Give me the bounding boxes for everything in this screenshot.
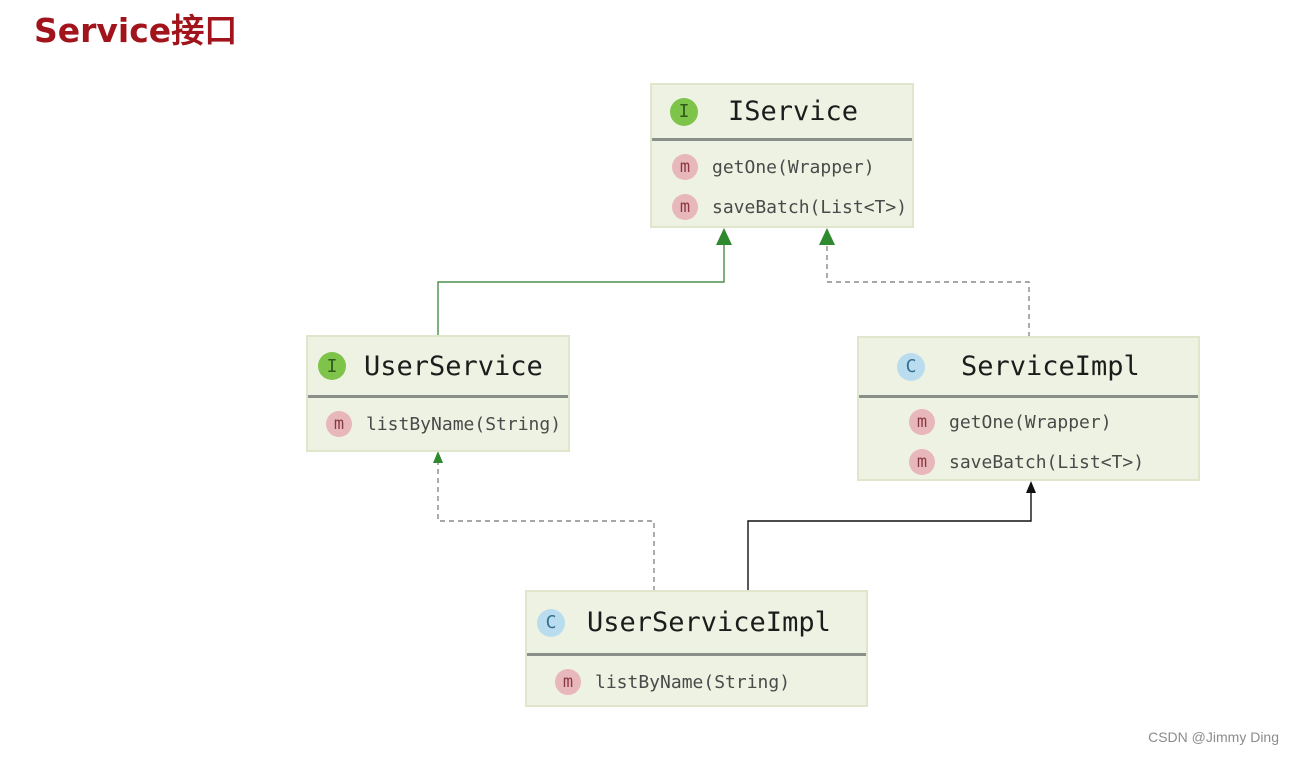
arrowhead-userservice: [433, 451, 443, 463]
method-icon: m: [326, 411, 352, 437]
userserviceimpl-name: UserServiceImpl: [587, 607, 831, 638]
method-icon: m: [909, 409, 935, 435]
class-icon: C: [897, 352, 925, 381]
relation-userservice-extends-iservice: [437, 244, 725, 337]
userservice-header: I UserService: [308, 337, 568, 398]
method-label: listByName(String): [595, 671, 791, 693]
method-row: m listByName(String): [527, 662, 866, 702]
relation-userserviceimpl-implements-userservice: [437, 462, 655, 591]
userserviceimpl-class-box[interactable]: C UserServiceImpl m listByName(String): [525, 590, 868, 707]
class-icon: C: [537, 608, 565, 637]
relation-userserviceimpl-extends-serviceimpl: [747, 492, 1032, 591]
method-icon: m: [672, 194, 698, 220]
iservice-interface-box[interactable]: I IService m getOne(Wrapper) m saveBatch…: [650, 83, 914, 228]
method-label: getOne(Wrapper): [712, 156, 875, 178]
interface-icon: I: [318, 352, 346, 380]
method-icon: m: [909, 449, 935, 475]
method-row: m listByName(String): [308, 404, 568, 444]
serviceimpl-name: ServiceImpl: [961, 351, 1140, 382]
interface-icon: I: [670, 97, 698, 126]
iservice-name: IService: [728, 96, 859, 127]
method-label: listByName(String): [366, 413, 562, 435]
arrowhead-iservice-left: [716, 228, 732, 245]
serviceimpl-methods: m getOne(Wrapper) m saveBatch(List<T>): [859, 398, 1198, 482]
serviceimpl-class-box[interactable]: C ServiceImpl m getOne(Wrapper) m saveBa…: [857, 336, 1200, 481]
userservice-interface-box[interactable]: I UserService m listByName(String): [306, 335, 570, 452]
method-label: getOne(Wrapper): [949, 411, 1112, 433]
method-row: m saveBatch(List<T>): [652, 187, 912, 227]
page-title: Service接口: [34, 11, 238, 50]
arrowhead-serviceimpl: [1026, 481, 1036, 493]
userservice-name: UserService: [364, 350, 543, 382]
watermark: CSDN @Jimmy Ding: [1148, 729, 1279, 745]
method-label: saveBatch(List<T>): [712, 196, 908, 218]
relation-serviceimpl-implements-iservice: [826, 244, 1030, 337]
arrowhead-iservice-right: [819, 228, 835, 245]
method-row: m getOne(Wrapper): [859, 402, 1198, 442]
userserviceimpl-methods: m listByName(String): [527, 656, 866, 702]
userservice-methods: m listByName(String): [308, 398, 568, 444]
iservice-header: I IService: [652, 85, 912, 141]
method-row: m getOne(Wrapper): [652, 147, 912, 187]
userserviceimpl-header: C UserServiceImpl: [527, 592, 866, 656]
method-row: m saveBatch(List<T>): [859, 442, 1198, 482]
serviceimpl-header: C ServiceImpl: [859, 338, 1198, 398]
iservice-methods: m getOne(Wrapper) m saveBatch(List<T>): [652, 141, 912, 227]
method-icon: m: [672, 154, 698, 180]
method-label: saveBatch(List<T>): [949, 451, 1145, 473]
method-icon: m: [555, 669, 581, 695]
